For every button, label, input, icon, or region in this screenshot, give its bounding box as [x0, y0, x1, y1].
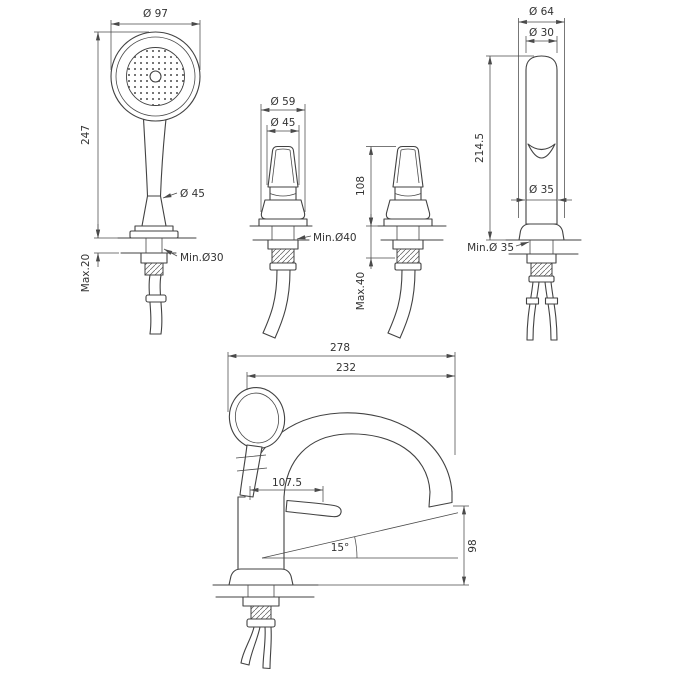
valve-b-view: 108 Max.40 [355, 145, 447, 339]
dim-assembly-spout-reach: 232 [336, 362, 356, 374]
dim-spout-base-diameter: Ø 35 [529, 184, 554, 196]
dim-hand-shower-handle-diameter: Ø 45 [180, 188, 205, 200]
dim-assembly-handle-reach: 107.5 [272, 477, 302, 489]
dim-hand-shower-height: 247 [80, 125, 92, 145]
dim-spout-height: 214.5 [474, 133, 486, 163]
assembly-view: 278 232 107.5 15° 98 [212, 342, 479, 670]
dim-valve-b-height: 108 [355, 176, 367, 196]
spout-mouth [527, 143, 556, 159]
dim-valve-a-min-hole: Min.Ø40 [313, 232, 357, 244]
dim-assembly-overall-depth: 278 [330, 342, 350, 354]
dim-spout-body-diameter: Ø 30 [529, 27, 554, 39]
dim-valve-a-handle-diameter: Ø 45 [271, 117, 296, 129]
dim-spout-escutcheon-diameter: Ø 64 [529, 6, 554, 18]
dim-hand-shower-max-deck: Max.20 [80, 254, 92, 292]
dim-hand-shower-min-hole: Min.Ø30 [180, 252, 224, 264]
valve-a-view: Ø 59 Ø 45 Min.Ø40 [249, 96, 357, 339]
dim-valve-b-max-deck: Max.40 [355, 272, 367, 310]
hand-shower-view: Ø 97 247 Max.20 Ø 45 Min.Ø30 [80, 8, 224, 335]
dim-assembly-spout-height: 98 [467, 539, 479, 552]
dim-spout-min-hole: Min.Ø 35 [467, 242, 514, 254]
spout-view: Ø 64 Ø 30 214.5 Ø 35 Min.Ø 35 [467, 6, 582, 341]
assembly-hand-shower-handle [239, 444, 263, 498]
assembly-hand-shower-head [228, 387, 286, 449]
hand-shower-handle [142, 109, 168, 197]
dim-assembly-spout-angle: 15° [331, 542, 350, 554]
assembly-lever-handle [285, 499, 342, 518]
dim-valve-a-escutcheon-diameter: Ø 59 [271, 96, 296, 108]
spout-body [525, 55, 558, 225]
dim-hand-shower-head-diameter: Ø 97 [143, 8, 168, 20]
